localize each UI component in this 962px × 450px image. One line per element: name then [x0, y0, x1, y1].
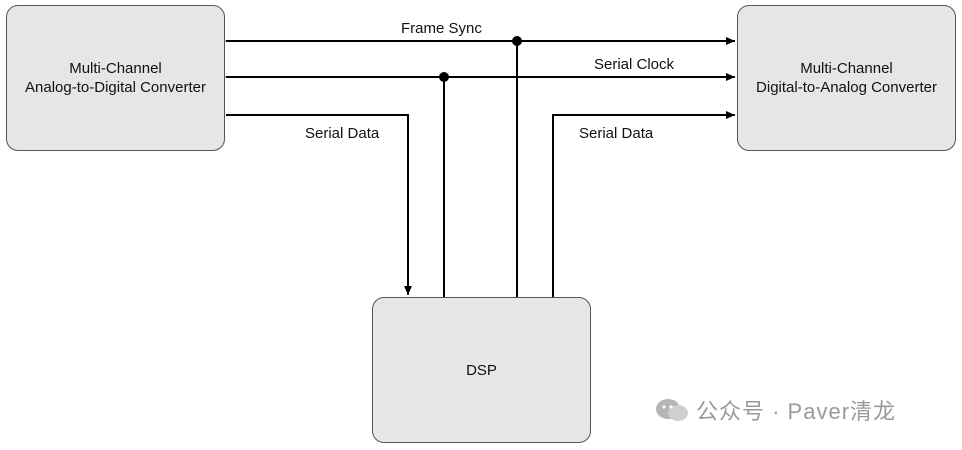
dac-title-line2: Digital-to-Analog Converter [756, 79, 937, 96]
frame-sync-junction [512, 36, 522, 46]
watermark: 公众号 · Paver清龙 [654, 394, 896, 426]
dac-block: Multi-Channel Digital-to-Analog Converte… [737, 5, 956, 151]
serial-clock-label: Serial Clock [594, 56, 675, 73]
dac-title-line1: Multi-Channel [800, 60, 893, 77]
adc-title-line1: Multi-Channel [69, 60, 162, 77]
serial-data-dsp-to-dac [552, 111, 735, 297]
watermark-text: 公众号 · Paver清龙 [696, 399, 897, 424]
serial-data-adc-to-dsp [226, 114, 412, 295]
adc-title-line2: Analog-to-Digital Converter [25, 79, 206, 96]
dsp-block: DSP [372, 297, 591, 443]
serial-data-label-left: Serial Data [305, 125, 380, 142]
dsp-title: DSP [466, 361, 497, 379]
serial-clock-junction [439, 72, 449, 82]
serial-data-label-right: Serial Data [579, 125, 654, 142]
frame-sync-label: Frame Sync [401, 20, 482, 37]
wechat-icon [656, 399, 688, 421]
adc-block: Multi-Channel Analog-to-Digital Converte… [6, 5, 225, 151]
